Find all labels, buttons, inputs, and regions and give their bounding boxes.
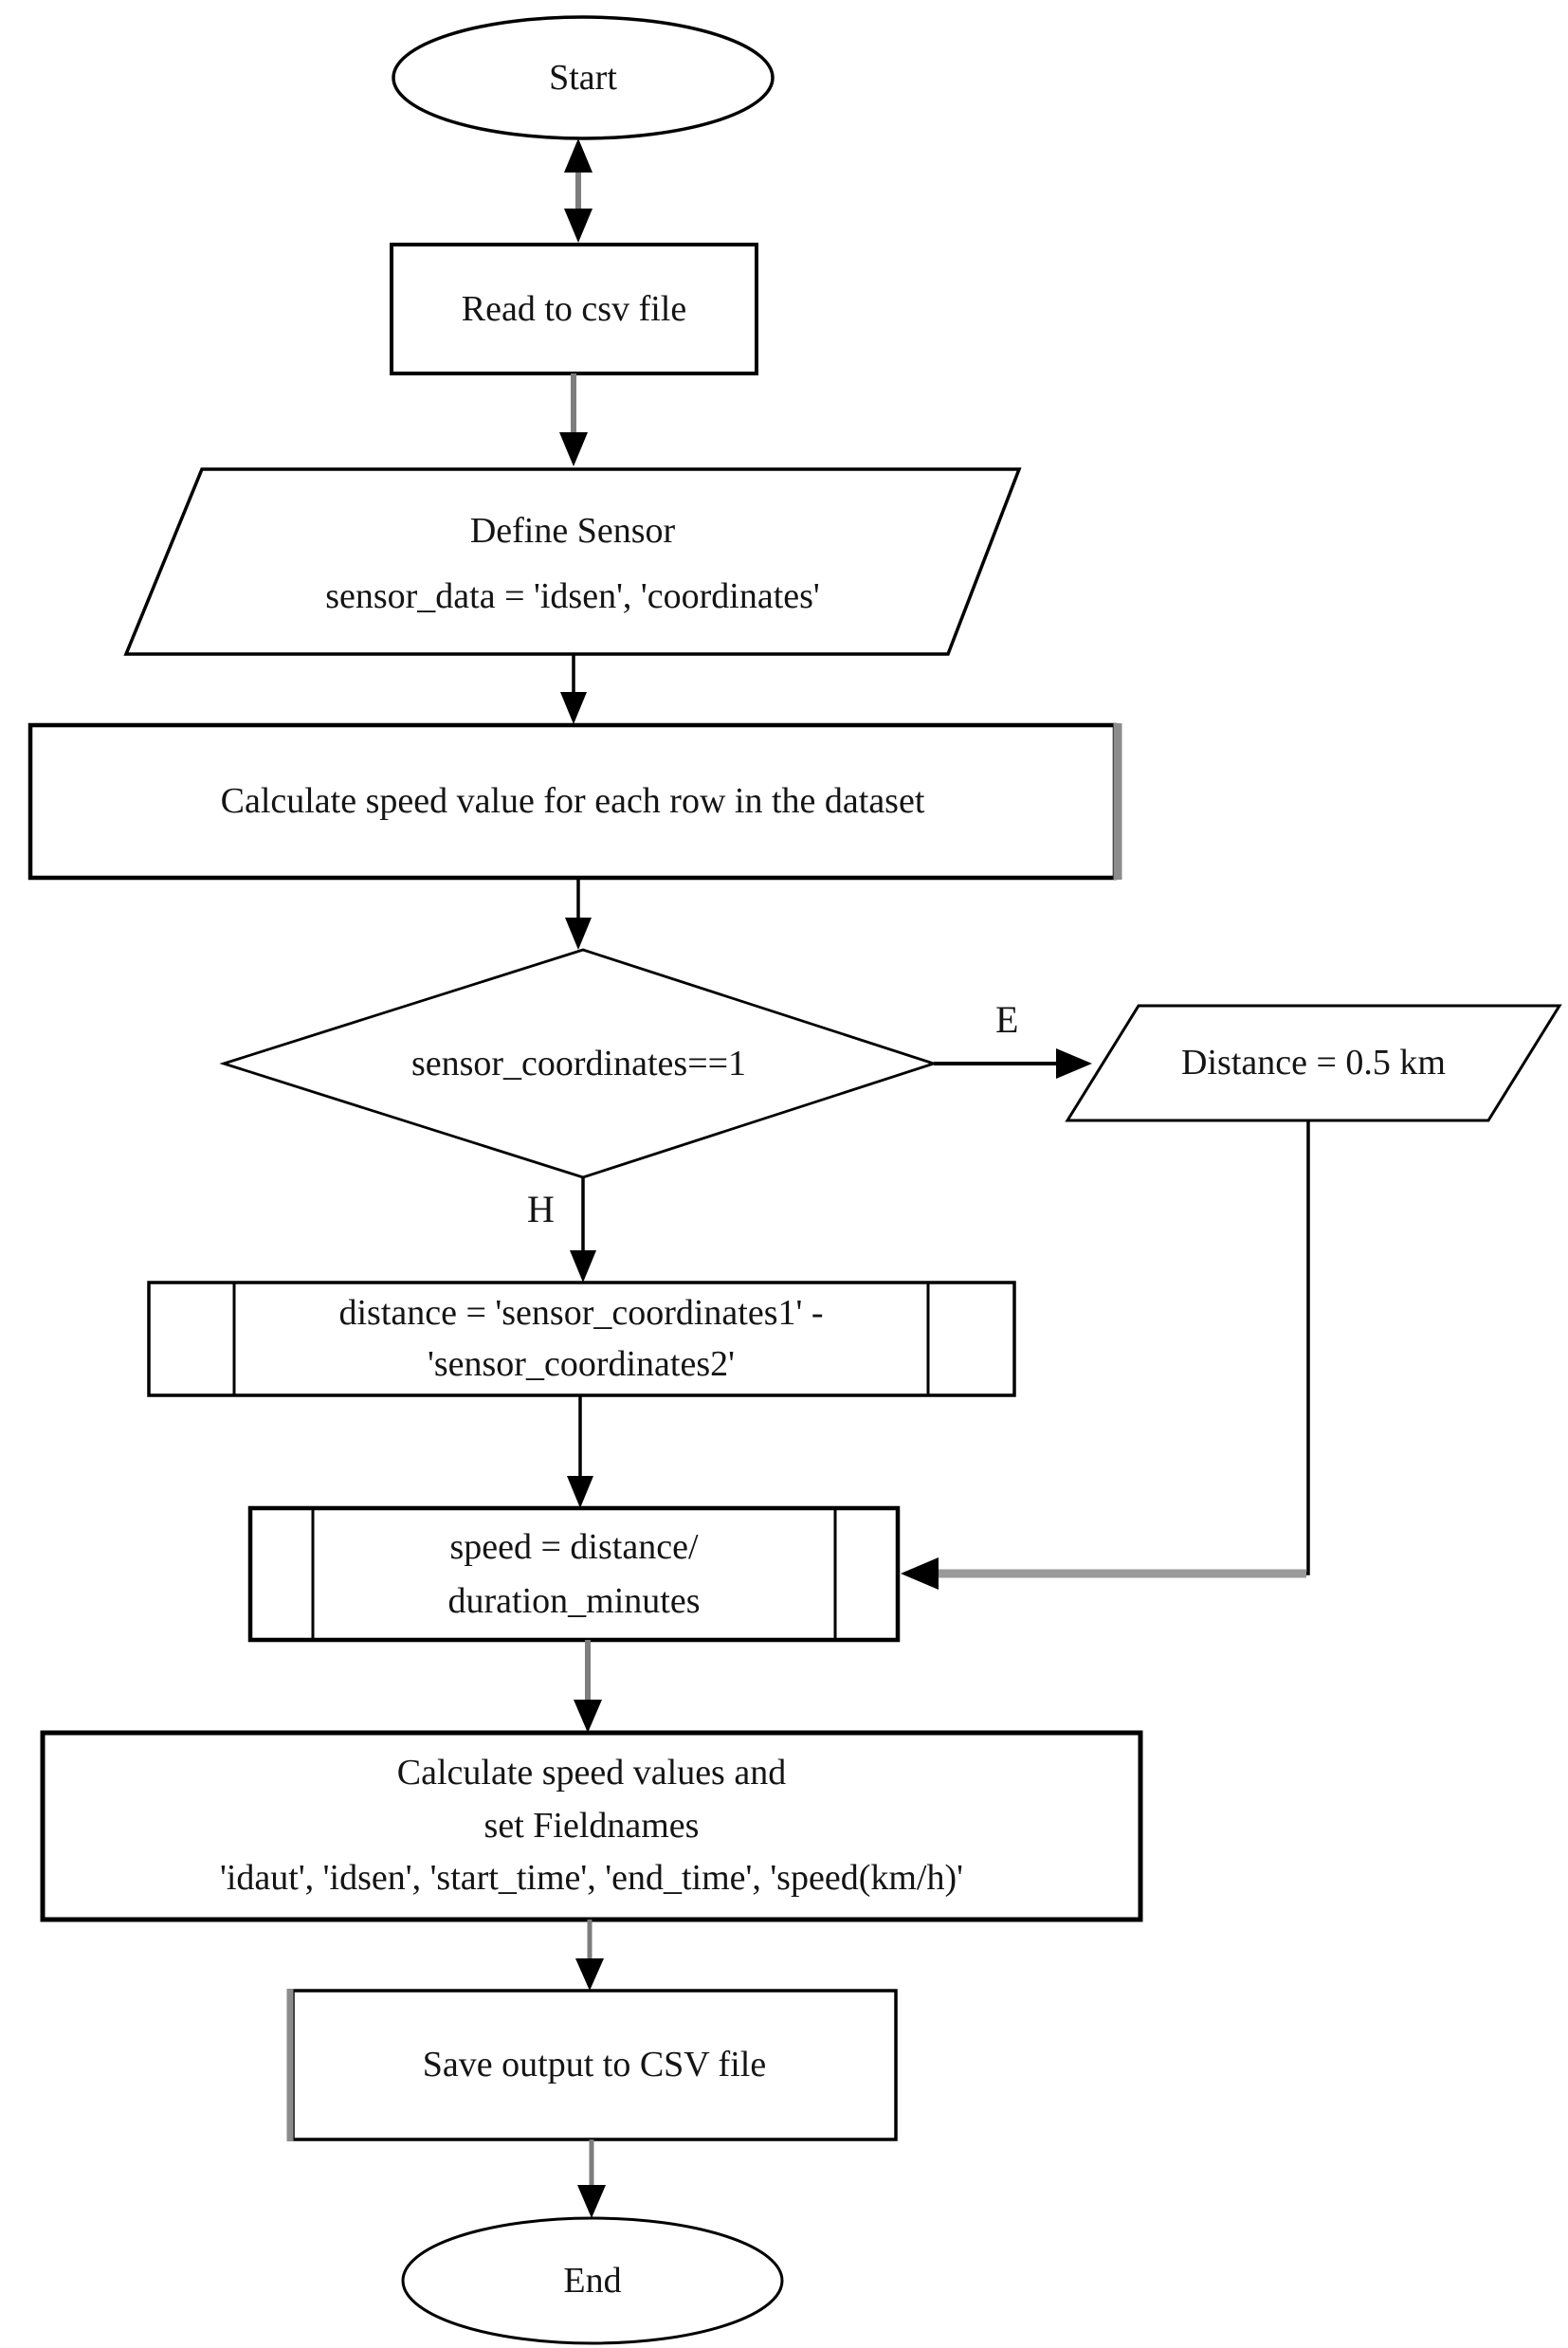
calc-speed-row-process-shape: [27, 722, 1118, 881]
distance-const-label: Distance = 0.5 km: [1067, 1006, 1559, 1120]
edge-speed-fieldnames-arrowhead: [574, 1700, 602, 1733]
edge-distancecalc-speed-arrowhead: [567, 1476, 593, 1508]
end-label: End: [403, 2218, 782, 2343]
read-csv-label: Read to csv file: [392, 245, 757, 373]
speed-calc-line2: duration_minutes: [447, 1580, 701, 1621]
define-sensor-line1: Define Sensor: [469, 510, 676, 551]
edge-decision-distancecalc-arrowhead: [570, 1250, 596, 1283]
calc-fieldnames-label: Calculate speed values and set Fieldname…: [43, 1740, 1140, 1912]
edge-define-calc-arrowhead: [560, 692, 587, 724]
save-output-label: Save output to CSV file: [293, 1991, 896, 2139]
decision-label: sensor_coordinates==1: [224, 950, 934, 1177]
start-terminator-shape: [392, 15, 775, 140]
edge-decision-distance-arrowhead: [1056, 1048, 1092, 1079]
calc-fieldnames-line3: 'idaut', 'idsen', 'start_time', 'end_tim…: [220, 1858, 963, 1899]
save-output-process-shape: [291, 1989, 898, 2141]
define-sensor-line2: sensor_data = 'idsen', 'coordinates': [325, 576, 820, 616]
edge-calc-decision-arrowhead: [565, 918, 592, 950]
speed-calc-line1: speed = distance/: [449, 1526, 699, 1567]
edge-start-read-arrowhead-up: [564, 138, 593, 173]
distance-calc-predefined-shape: [147, 1281, 1016, 1397]
edge-label-east: E: [995, 998, 1019, 1041]
distance-const-data-shape: [1065, 1004, 1562, 1122]
distance-calc-line1: distance = 'sensor_coordinates1' -: [338, 1292, 824, 1333]
end-terminator-shape: [401, 2216, 784, 2345]
define-sensor-label: Define Sensor sensor_data = 'idsen', 'co…: [126, 479, 1019, 649]
edge-start-read-arrowhead-down: [564, 209, 593, 243]
calc-fieldnames-line1: Calculate speed values and: [396, 1753, 787, 1793]
define-sensor-data-shape: [123, 467, 1022, 656]
distance-calc-label: distance = 'sensor_coordinates1' - 'sens…: [234, 1283, 928, 1395]
decision-text: sensor_coordinates==1: [410, 1043, 747, 1083]
speed-calc-predefined-shape: [247, 1505, 901, 1643]
calc-fieldnames-line2: set Fieldnames: [483, 1805, 700, 1846]
read-csv-text: Read to csv file: [461, 288, 687, 329]
edge-distanceconst-arrowhead: [901, 1557, 939, 1590]
end-text: End: [563, 2260, 622, 2301]
calc-fieldnames-process-shape: [40, 1730, 1143, 1922]
edge-read-define-arrowhead: [559, 432, 588, 466]
calc-speed-row-text: Calculate speed value for each row in th…: [220, 781, 925, 821]
edge-save-end-arrowhead: [577, 2185, 606, 2218]
calc-speed-row-label: Calculate speed value for each row in th…: [30, 725, 1115, 878]
start-label: Start: [393, 17, 773, 138]
edge-label-south: H: [527, 1188, 555, 1230]
save-output-text: Save output to CSV file: [422, 2045, 767, 2084]
speed-calc-label: speed = distance/ duration_minutes: [313, 1508, 835, 1640]
distance-const-text: Distance = 0.5 km: [1181, 1043, 1446, 1083]
edge-fieldnames-save-arrowhead: [575, 1958, 604, 1991]
distance-calc-line2: 'sensor_coordinates2': [428, 1343, 735, 1384]
start-text: Start: [549, 57, 617, 98]
